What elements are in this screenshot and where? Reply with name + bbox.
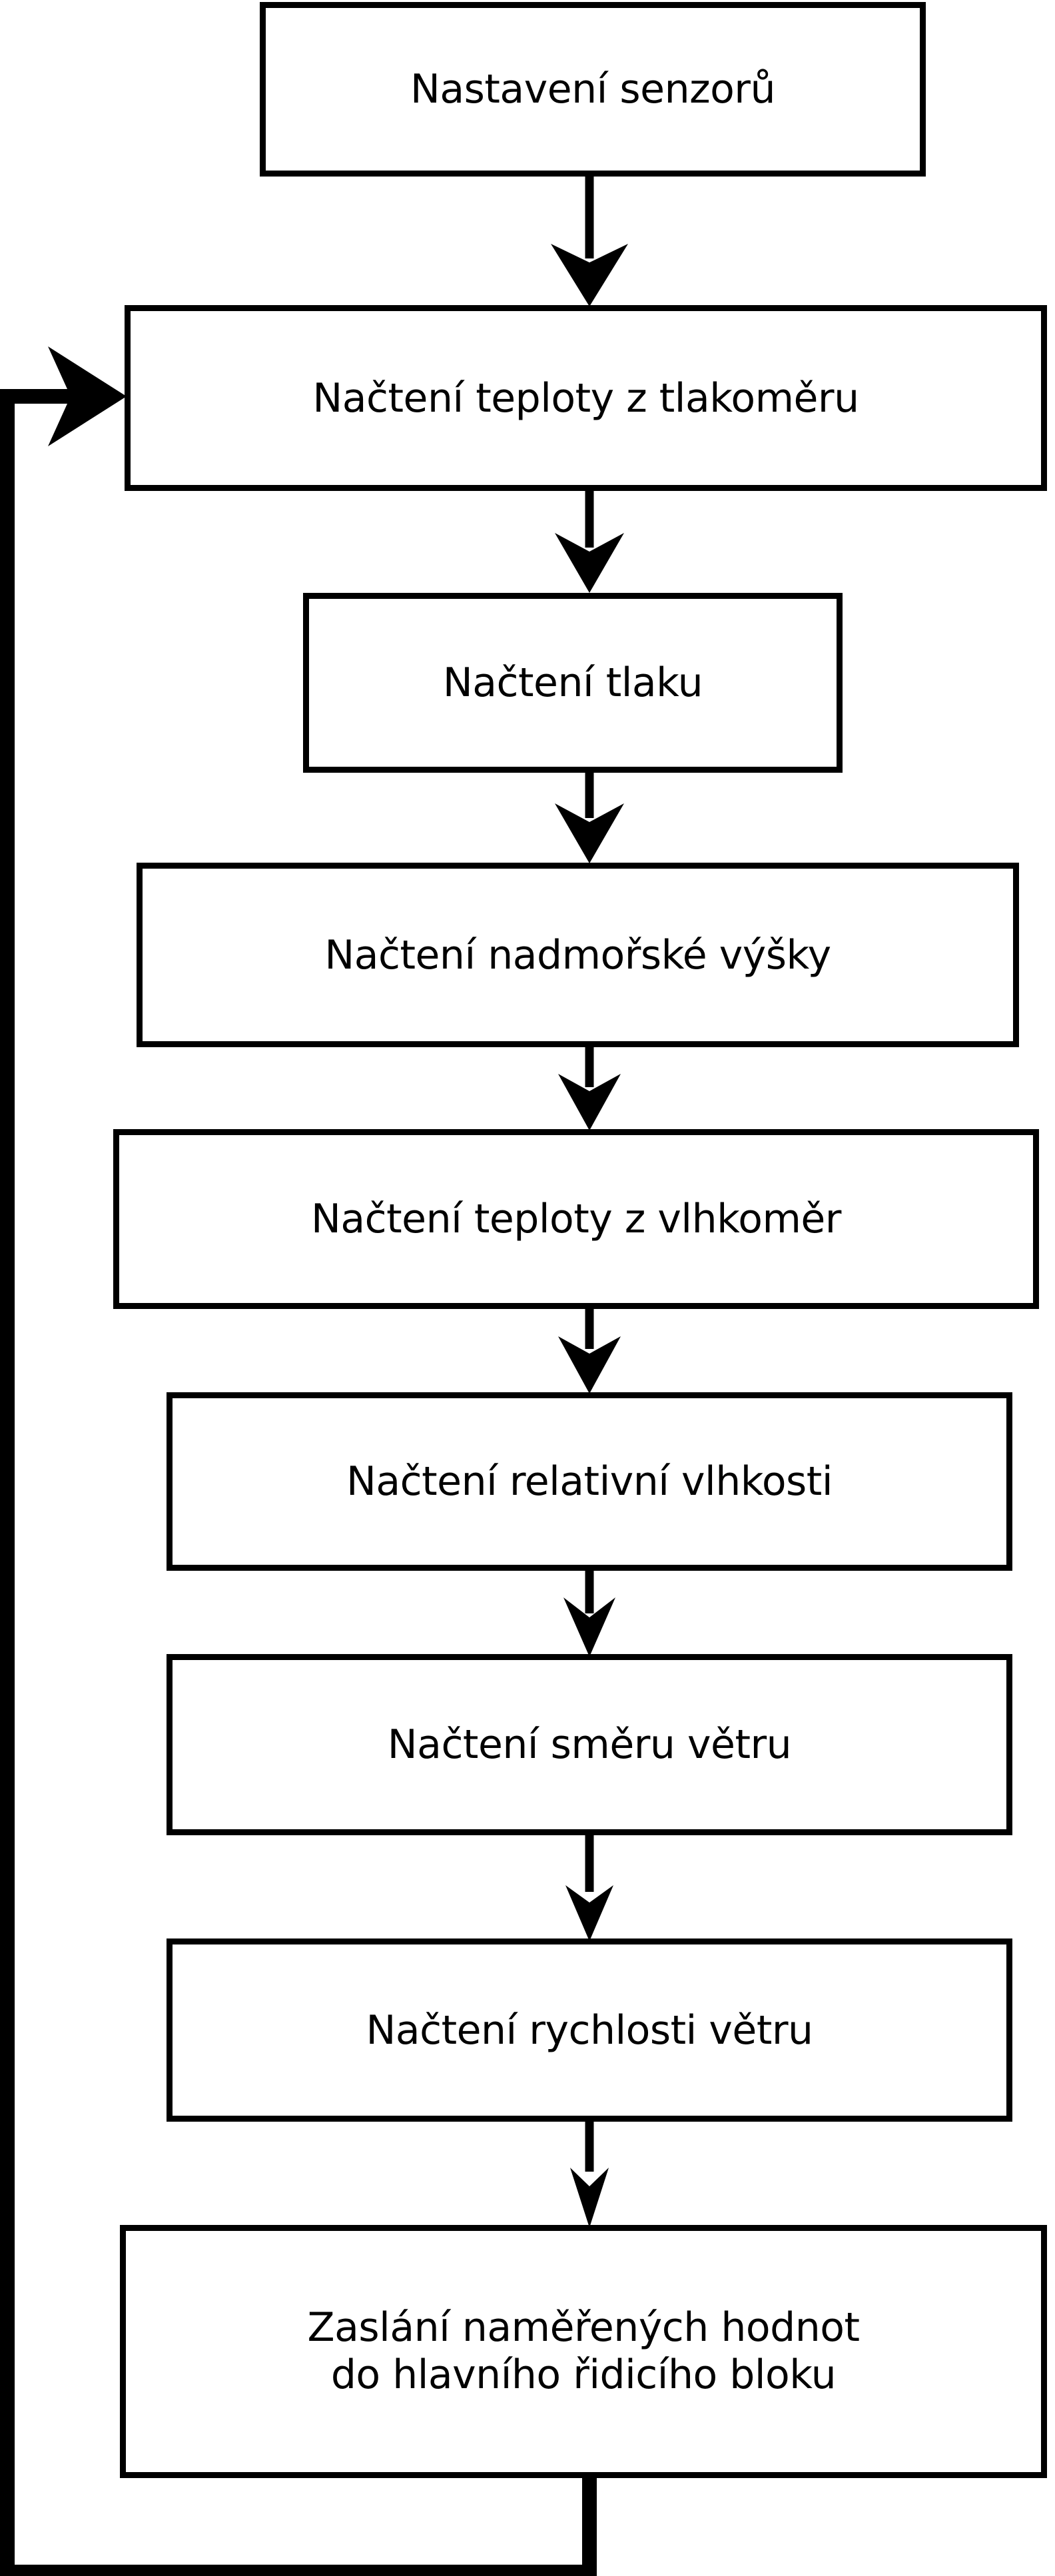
flowchart-node-nacteni-smeru-vetru[interactable]: Načtení směru větru [167, 1654, 1012, 1835]
flowchart-node-zaslani-namerenych-hodnot[interactable]: Zaslání naměřených hodnot do hlavního ři… [120, 2225, 1047, 2478]
edge-arrow-tlak-to-nadmorska-vyska [555, 773, 624, 863]
edge-arrow-tlakomer-to-tlak [555, 491, 624, 593]
edge-loopback-zaslani-to-tlakomer [0, 346, 597, 2576]
flowchart-node-nacteni-teploty-z-vlhkomer[interactable]: Načtení teploty z vlhkoměr [113, 1129, 1039, 1309]
node-label-nacteni-teploty-z-vlhkomer: Načtení teploty z vlhkoměr [311, 1196, 841, 1242]
node-label-nacteni-smeru-vetru: Načtení směru větru [387, 1721, 792, 1768]
node-label-nacteni-rychlosti-vetru: Načtení rychlosti větru [366, 2006, 813, 2054]
flowchart-node-nacteni-teploty-z-tlakomeru[interactable]: Načtení teploty z tlakoměru [125, 305, 1047, 491]
edge-arrow-rychlost-vetru-to-zaslani [570, 2122, 609, 2228]
edge-arrow-nadmorska-vyska-to-vlhkomer [558, 1047, 621, 1130]
node-label-nacteni-tlaku: Načtení tlaku [442, 659, 703, 706]
node-label-nacteni-relativni-vlhkosti: Načtení relativní vlhkosti [346, 1458, 833, 1505]
flowchart-node-nastaveni-senzoru[interactable]: Nastavení senzorů [260, 2, 926, 177]
node-label-nacteni-nadmorske-vysky: Načtení nadmořské výšky [324, 931, 831, 979]
node-label-zaslani-namerenych-hodnot: Zaslání naměřených hodnot do hlavního ři… [307, 2304, 860, 2398]
edge-arrow-relativni-vlhkost-to-smer-vetru [563, 1571, 615, 1657]
node-label-nastaveni-senzoru: Nastavení senzorů [410, 66, 776, 113]
edge-arrow-vlhkomer-to-relativni-vlhkost [558, 1309, 621, 1394]
node-label-nacteni-teploty-z-tlakomeru: Načtení teploty z tlakoměru [312, 374, 859, 422]
edge-arrow-nastaveni-to-tlakomer [551, 177, 628, 306]
edge-arrow-smer-vetru-to-rychlost-vetru [565, 1835, 613, 1941]
flowchart-node-nacteni-nadmorske-vysky[interactable]: Načtení nadmořské výšky [137, 863, 1019, 1047]
flowchart-node-nacteni-tlaku[interactable]: Načtení tlaku [303, 593, 843, 773]
flowchart-node-nacteni-rychlosti-vetru[interactable]: Načtení rychlosti větru [167, 1938, 1012, 2122]
flowchart-node-nacteni-relativni-vlhkosti[interactable]: Načtení relativní vlhkosti [167, 1392, 1012, 1571]
